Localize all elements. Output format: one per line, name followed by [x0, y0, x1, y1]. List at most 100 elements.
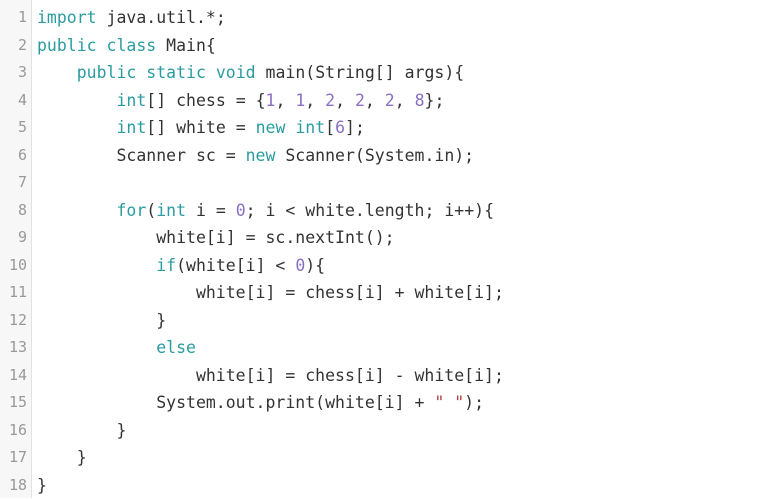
code-token-plain: ){	[305, 256, 325, 275]
code-token-plain: white[i] = chess[i] + white[i];	[37, 283, 504, 302]
code-token-plain: java.util.*;	[97, 8, 226, 27]
code-token-plain: ,	[335, 91, 355, 110]
line-number: 11	[0, 279, 27, 307]
line-code: }	[37, 417, 126, 445]
code-line[interactable]: 13 else	[0, 334, 773, 362]
line-number: 17	[0, 444, 27, 472]
code-line[interactable]: 9 white[i] = sc.nextInt();	[0, 224, 773, 252]
line-code: public class Main{	[37, 32, 216, 60]
code-token-plain	[37, 256, 156, 275]
code-token-plain: white[i] = chess[i] - white[i];	[37, 366, 504, 385]
code-token-plain: };	[425, 91, 445, 110]
code-token-plain: }	[37, 421, 126, 440]
code-token-kw: public	[77, 63, 137, 82]
line-code: white[i] = chess[i] - white[i];	[37, 362, 504, 390]
code-token-kw: new	[246, 146, 276, 165]
line-number: 3	[0, 59, 27, 87]
code-token-plain: }	[37, 476, 47, 495]
line-number: 6	[0, 142, 27, 170]
code-token-plain: System.out.print(white[i] +	[37, 393, 434, 412]
code-line[interactable]: 6 Scanner sc = new Scanner(System.in);	[0, 142, 773, 170]
code-line[interactable]: 14 white[i] = chess[i] - white[i];	[0, 362, 773, 390]
code-token-plain	[206, 63, 216, 82]
line-number: 5	[0, 114, 27, 142]
code-token-num: 2	[355, 91, 365, 110]
code-line[interactable]: 1 import java.util.*;	[0, 4, 773, 32]
code-token-num: 6	[335, 118, 345, 137]
code-token-kw: else	[156, 338, 196, 357]
line-code: public static void main(String[] args){	[37, 59, 464, 87]
code-token-num: 1	[266, 91, 276, 110]
code-token-plain: ,	[305, 91, 325, 110]
code-token-str: " "	[434, 393, 464, 412]
line-code: if(white[i] < 0){	[37, 252, 325, 280]
code-token-plain: [] chess = {	[146, 91, 265, 110]
code-line[interactable]: 10 if(white[i] < 0){	[0, 252, 773, 280]
code-token-plain: ,	[395, 91, 415, 110]
code-line[interactable]: 18}	[0, 472, 773, 499]
code-line[interactable]: 17 }	[0, 444, 773, 472]
code-token-plain: Scanner sc =	[37, 146, 246, 165]
code-token-kw: import	[37, 8, 97, 27]
code-token-num: 8	[415, 91, 425, 110]
code-token-kw: class	[107, 36, 157, 55]
code-token-kw: int	[295, 118, 325, 137]
line-code: }	[37, 472, 47, 499]
line-number: 12	[0, 307, 27, 335]
line-code: Scanner sc = new Scanner(System.in);	[37, 142, 474, 170]
line-number: 4	[0, 87, 27, 115]
line-code: }	[37, 307, 166, 335]
code-token-kw: int	[116, 91, 146, 110]
code-token-plain	[285, 118, 295, 137]
line-code: }	[37, 444, 87, 472]
code-token-plain: (white[i] <	[176, 256, 295, 275]
line-number: 1	[0, 4, 27, 32]
code-token-plain: }	[37, 448, 87, 467]
code-token-plain: Main{	[156, 36, 216, 55]
code-token-kw: if	[156, 256, 176, 275]
code-token-plain: }	[37, 311, 166, 330]
line-code: import java.util.*;	[37, 4, 226, 32]
code-token-num: 2	[325, 91, 335, 110]
code-token-plain: );	[464, 393, 484, 412]
line-number: 8	[0, 197, 27, 225]
code-token-kw: for	[116, 201, 146, 220]
code-token-plain	[37, 338, 156, 357]
code-token-kw: public	[37, 36, 97, 55]
code-token-kw: new	[256, 118, 286, 137]
code-line[interactable]: 4 int[] chess = {1, 1, 2, 2, 2, 8};	[0, 87, 773, 115]
code-line[interactable]: 12 }	[0, 307, 773, 335]
line-number: 15	[0, 389, 27, 417]
code-line[interactable]: 16 }	[0, 417, 773, 445]
code-token-plain	[97, 36, 107, 55]
code-token-num: 1	[295, 91, 305, 110]
code-token-plain	[37, 91, 116, 110]
code-token-plain: ,	[275, 91, 295, 110]
code-token-plain	[37, 201, 116, 220]
line-code: int[] chess = {1, 1, 2, 2, 2, 8};	[37, 87, 444, 115]
code-token-plain	[136, 63, 146, 82]
code-token-num: 0	[236, 201, 246, 220]
line-number: 16	[0, 417, 27, 445]
code-token-plain: (	[146, 201, 156, 220]
line-code: white[i] = chess[i] + white[i];	[37, 279, 504, 307]
code-token-kw: void	[216, 63, 256, 82]
line-code: white[i] = sc.nextInt();	[37, 224, 395, 252]
code-token-num: 2	[385, 91, 395, 110]
code-line[interactable]: 7	[0, 169, 773, 197]
line-code: int[] white = new int[6];	[37, 114, 365, 142]
code-line[interactable]: 5 int[] white = new int[6];	[0, 114, 773, 142]
line-number: 9	[0, 224, 27, 252]
code-line[interactable]: 15 System.out.print(white[i] + " ");	[0, 389, 773, 417]
code-token-kw: int	[156, 201, 186, 220]
code-line[interactable]: 11 white[i] = chess[i] + white[i];	[0, 279, 773, 307]
code-token-plain: main(String[] args){	[256, 63, 465, 82]
code-token-plain: Scanner(System.in);	[275, 146, 474, 165]
code-token-plain: white[i] = sc.nextInt();	[37, 228, 395, 247]
code-line[interactable]: 3 public static void main(String[] args)…	[0, 59, 773, 87]
code-line[interactable]: 8 for(int i = 0; i < white.length; i++){	[0, 197, 773, 225]
code-token-plain	[37, 118, 116, 137]
